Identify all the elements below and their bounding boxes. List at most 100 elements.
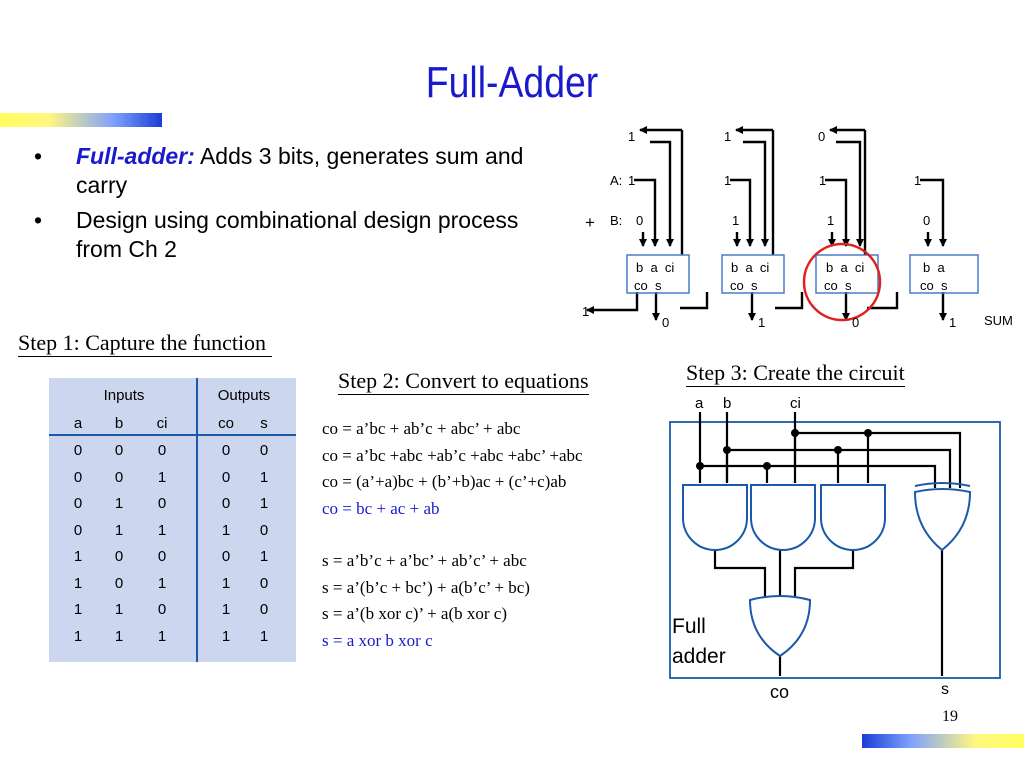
table-cell: 0 [73, 495, 83, 512]
input-label-a: a [695, 395, 704, 412]
block-outputs-label: co s [634, 278, 662, 293]
top-accent-bar [0, 113, 162, 127]
bullet-text: Design using combinational design proces… [76, 207, 519, 262]
a-operand-label: A: [610, 173, 622, 188]
table-column-header: b [114, 415, 124, 432]
slide-title: Full-Adder [425, 58, 599, 107]
a-bit-3: 1 [628, 173, 635, 188]
block-outputs-label: co s [920, 278, 948, 293]
table-cell: 1 [221, 601, 231, 618]
junction-dot [696, 462, 704, 470]
full-adder-circuit: a b ci co s Full adder [669, 395, 1001, 702]
table-cell: 1 [259, 495, 269, 512]
equation-spacer [322, 522, 583, 548]
junction-dot [864, 429, 872, 437]
b-bit-3: 0 [636, 213, 643, 228]
xor-gate [913, 488, 972, 552]
table-cell: 1 [157, 468, 167, 486]
bullet-item-design: • Design using combinational design proc… [28, 206, 528, 264]
a-bit-2: 1 [724, 173, 731, 188]
bullet-dot: • [34, 143, 43, 169]
bullet-text: Adds 3 bits, generates sum and carry [76, 143, 524, 198]
carry-out-label-3: 1 [628, 129, 635, 144]
equation-s-final: s = a xor b xor c [322, 630, 433, 650]
table-cell: 1 [157, 574, 167, 592]
sum-bit-0: 1 [949, 315, 956, 330]
a-bit-0: 1 [914, 173, 921, 188]
block-outputs-label: co s [730, 278, 758, 293]
table-cell: 0 [259, 521, 269, 539]
table-cell: 0 [259, 442, 269, 459]
page-number: 19 [942, 708, 958, 725]
table-cell: 0 [259, 574, 269, 592]
equation-co-3: co = (a’+a)bc + (b’+b)ac + (c’+c)ab [322, 472, 567, 491]
table-cell: 0 [221, 495, 231, 512]
highlight-circle [802, 242, 882, 322]
step3-heading: Step 3: Create the circuit [686, 360, 905, 387]
table-vertical-divider [196, 378, 198, 662]
table-cell: 1 [73, 548, 83, 565]
bottom-accent-bar [862, 734, 1024, 748]
table-cell: 0 [259, 601, 269, 618]
table-cell: 1 [114, 495, 124, 512]
final-carry-label: 1 [582, 304, 589, 319]
junction-dot [834, 446, 842, 454]
table-cell: 1 [221, 521, 231, 539]
circuit-boundary [669, 421, 1001, 679]
step2-heading: Step 2: Convert to equations [338, 368, 589, 395]
table-cell: 1 [259, 627, 269, 645]
table-cell: 0 [157, 548, 167, 565]
bullet-item-full-adder: • Full-adder: Adds 3 bits, generates sum… [28, 142, 528, 200]
carry-out-label-1: 0 [818, 129, 825, 144]
block-inputs-label: b a ci [826, 260, 864, 275]
sum-bit-3: 0 [662, 315, 669, 330]
equation-co-2: co = a’bc +abc +ab’c +abc +abc’ +abc [322, 445, 583, 465]
table-cell: 0 [157, 442, 167, 459]
table-cell: 1 [73, 627, 83, 645]
table-cell: 0 [73, 468, 83, 486]
equation-s-2: s = a’(b’c + bc’) + a(b’c’ + bc) [322, 577, 530, 597]
table-cell: 0 [221, 442, 231, 459]
table-cell: 0 [114, 442, 124, 459]
equation-co-1: co = a’bc + ab’c + abc’ + abc [322, 419, 521, 438]
b-bit-1: 1 [827, 213, 834, 228]
equation-s-1: s = a’b’c + a’bc’ + ab’c’ + abc [322, 551, 527, 570]
table-cell: 0 [157, 601, 167, 618]
table-cell: 1 [259, 468, 269, 486]
table-cell: 0 [114, 574, 124, 592]
table-cell: 1 [157, 521, 167, 539]
block-inputs-label: b a ci [731, 260, 769, 275]
table-cell: 1 [73, 601, 83, 618]
table-cell: 1 [114, 627, 124, 645]
adder-block-3 [626, 254, 690, 294]
table-cell: 0 [73, 521, 83, 539]
adder-block-0 [909, 254, 979, 294]
table-horizontal-divider [49, 434, 296, 436]
xor-gate-extra-curve [914, 482, 971, 487]
table-cell: 1 [157, 627, 167, 645]
input-label-b: b [723, 395, 731, 412]
b-bit-2: 1 [732, 213, 739, 228]
junction-dot [791, 429, 799, 437]
equations-block: co = a’bc + ab’c + abc’ + abc co = a’bc … [322, 416, 583, 654]
table-group-header-outputs: Outputs [217, 387, 271, 404]
junction-dot [763, 462, 771, 470]
plus-sign: + [585, 213, 595, 232]
table-column-header: co [218, 415, 234, 432]
table-cell: 1 [221, 574, 231, 592]
table-column-header: a [73, 415, 83, 432]
input-label-ci: ci [790, 395, 801, 412]
equation-s-3: s = a’(b xor c)’ + a(b xor c) [322, 604, 507, 623]
and-gate-2 [750, 484, 816, 551]
and-gate-1 [682, 484, 748, 551]
sum-bit-1: 0 [852, 315, 859, 330]
table-cell: 0 [221, 548, 231, 565]
block-label-adder: adder [672, 645, 726, 668]
table-cell: 1 [221, 627, 231, 645]
bullet-dot: • [34, 207, 43, 233]
table-cell: 0 [114, 548, 124, 565]
table-cell: 0 [114, 468, 124, 486]
bullet-term: Full-adder: [76, 143, 195, 169]
ripple-carry-adder-diagram: 1 1 0 A: 1 1 1 1 + B: 0 1 1 0 b a ci b a… [582, 126, 1013, 330]
